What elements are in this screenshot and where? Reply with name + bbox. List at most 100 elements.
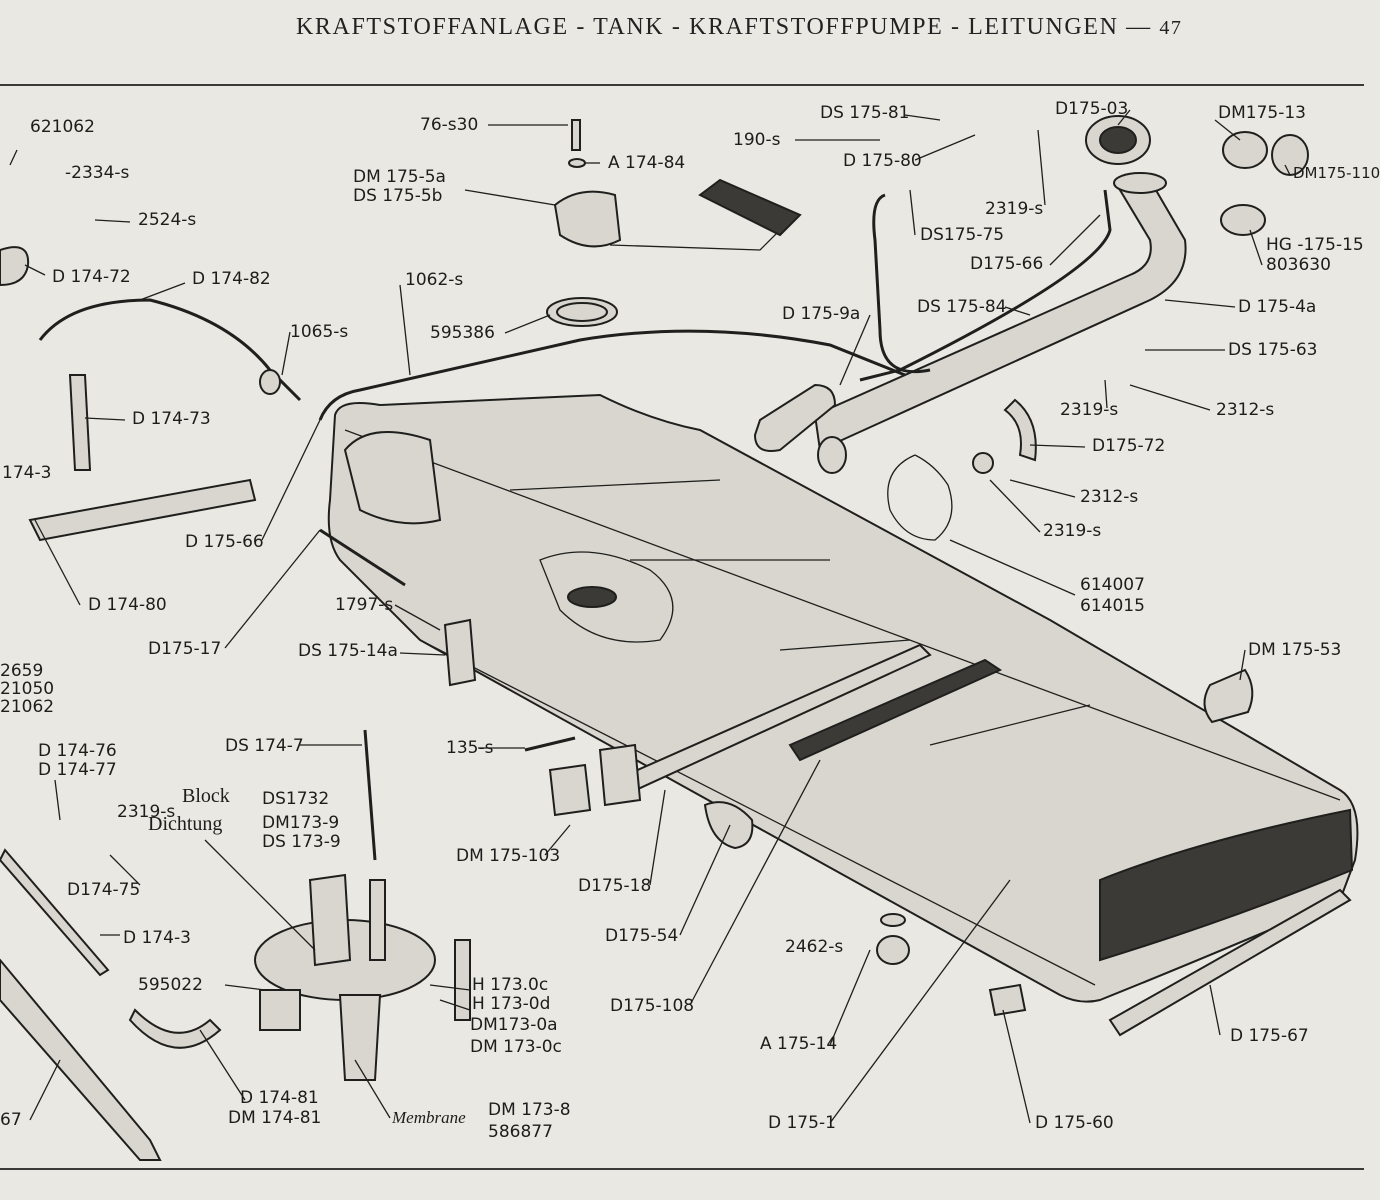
label-d175-67: D 175-67 — [1230, 1026, 1309, 1046]
cap-gasket — [1220, 204, 1266, 236]
label-membrane: Membrane — [392, 1108, 466, 1127]
washer — [568, 158, 586, 168]
drain-plug — [876, 935, 910, 965]
label-d174-77: D 174-77 — [38, 760, 117, 780]
left-bracket — [28, 478, 257, 542]
label-ds175-84: DS 175-84 — [917, 297, 1007, 317]
label-ds175-14a: DS 175-14a — [298, 641, 398, 661]
label-d175-72: D175-72 — [1092, 436, 1166, 456]
pipe-d174-3 — [0, 848, 110, 977]
label-ds175-63: DS 175-63 — [1228, 340, 1318, 360]
fuel-gauge-sender — [546, 178, 802, 327]
label-d175-108: D175-108 — [610, 996, 695, 1016]
label-hg175-15: HG -175-15 — [1266, 235, 1364, 255]
rubber-sleeve — [703, 801, 754, 850]
hose — [753, 383, 837, 452]
label-621062: 621062 — [30, 117, 95, 137]
label-ds173-9: DS 173-9 — [262, 832, 341, 852]
label-dm173-0a: DM173-0a — [470, 1015, 558, 1035]
header-title-text: KRAFTSTOFFANLAGE - TANK - KRAFTSTOFFPUMP… — [296, 14, 1152, 40]
label-d175-18: D175-18 — [578, 876, 652, 896]
bolt — [524, 736, 576, 752]
left-rail — [0, 958, 162, 1161]
vent-pipe — [859, 189, 1112, 382]
nut — [972, 452, 994, 474]
clamp-bracket — [1003, 398, 1037, 462]
label-dm173-0c: DM 173-0c — [470, 1037, 562, 1057]
label-21050: 21050 — [0, 679, 55, 699]
label-a175-14: A 175-14 — [760, 1034, 838, 1054]
cap-part — [1222, 131, 1268, 169]
label-595386: 595386 — [430, 323, 495, 343]
label-ds175-81: DS 175-81 — [820, 103, 910, 123]
label-d175-60: D 175-60 — [1035, 1113, 1114, 1133]
nut-bracket — [548, 763, 592, 817]
label-ds174-7: DS 174-7 — [225, 736, 304, 756]
label-2659: 2659 — [0, 661, 44, 681]
label-2319s-left: 2319-s — [117, 802, 176, 822]
label-block: Block — [182, 785, 230, 807]
label-d174-81: D 174-81 — [240, 1088, 319, 1108]
label-d175-03: D175-03 — [1055, 99, 1129, 119]
strainer — [443, 618, 477, 687]
label-2319s-mid: 2319-s — [1060, 400, 1119, 420]
pump-rod — [363, 729, 377, 861]
label-d174-80: D 174-80 — [88, 595, 167, 615]
left-fuel-line — [38, 298, 302, 402]
label-595022: 595022 — [138, 975, 203, 995]
fuel-line — [318, 329, 906, 421]
label-2312s-a: 2312-s — [1216, 400, 1275, 420]
label-a174-84: A 174-84 — [608, 153, 686, 173]
label-174-3: 174-3 — [2, 463, 52, 483]
vent-line — [872, 193, 931, 374]
label-d175-66-left: D 175-66 — [185, 532, 264, 552]
bottom-rule — [0, 1168, 1364, 1170]
label-67: 67 — [0, 1110, 22, 1130]
label-ds175-75: DS175-75 — [920, 225, 1005, 245]
label-2319s-low: 2319-s — [1043, 521, 1102, 541]
label-dm173-9: DM173-9 — [262, 813, 340, 833]
label-76-s30: 76-s30 — [420, 115, 479, 135]
grommet — [259, 369, 281, 395]
top-rule — [0, 84, 1364, 86]
label-d174-3: D 174-3 — [123, 928, 191, 948]
label-1062s: 1062-s — [405, 270, 464, 290]
page-number: 47 — [1159, 17, 1183, 39]
hose-d175-17 — [319, 528, 406, 587]
label-135s: 135-s — [446, 738, 494, 758]
label-1065s: 1065-s — [290, 322, 349, 342]
pump-hose — [128, 1008, 222, 1049]
label-d174-82: D 174-82 — [192, 269, 271, 289]
label-d174-76: D 174-76 — [38, 741, 117, 761]
left-grommet — [0, 246, 30, 287]
leader-lines — [9, 109, 1291, 1124]
fuel-pump — [254, 873, 471, 1081]
screw — [571, 119, 581, 151]
label-614007: 614007 — [1080, 575, 1145, 595]
label-2462s: 2462-s — [785, 937, 844, 957]
filler-neck-pipe — [813, 115, 1187, 474]
label-2319s-top: 2319-s — [985, 199, 1044, 219]
label-803630: 803630 — [1266, 255, 1331, 275]
label-dm173-8: DM 173-8 — [488, 1100, 571, 1120]
label-d175-17: D175-17 — [148, 639, 222, 659]
label-614015: 614015 — [1080, 596, 1145, 616]
label-d175-80: D 175-80 — [843, 151, 922, 171]
label-ds1732: DS1732 — [262, 789, 330, 809]
label-dm175-53: DM 175-53 — [1248, 640, 1342, 660]
label-d175-9a: D 175-9a — [782, 304, 861, 324]
label-dm175-5a: DM 175-5a — [353, 167, 446, 187]
label-d175-66: D175-66 — [970, 254, 1044, 274]
page-header: KRAFTSTOFFANLAGE - TANK - KRAFTSTOFFPUMP… — [296, 14, 1316, 41]
left-clip — [68, 374, 92, 471]
fuel-tank — [327, 393, 1359, 1003]
label-dm174-81: DM 174-81 — [228, 1108, 322, 1128]
clip — [988, 983, 1027, 1017]
label-h173-0c: H 173.0c — [472, 975, 549, 995]
label-2334s: -2334-s — [65, 163, 130, 183]
label-21062: 21062 — [0, 697, 55, 717]
label-2524s: 2524-s — [138, 210, 197, 230]
strap-bracket — [598, 743, 642, 807]
